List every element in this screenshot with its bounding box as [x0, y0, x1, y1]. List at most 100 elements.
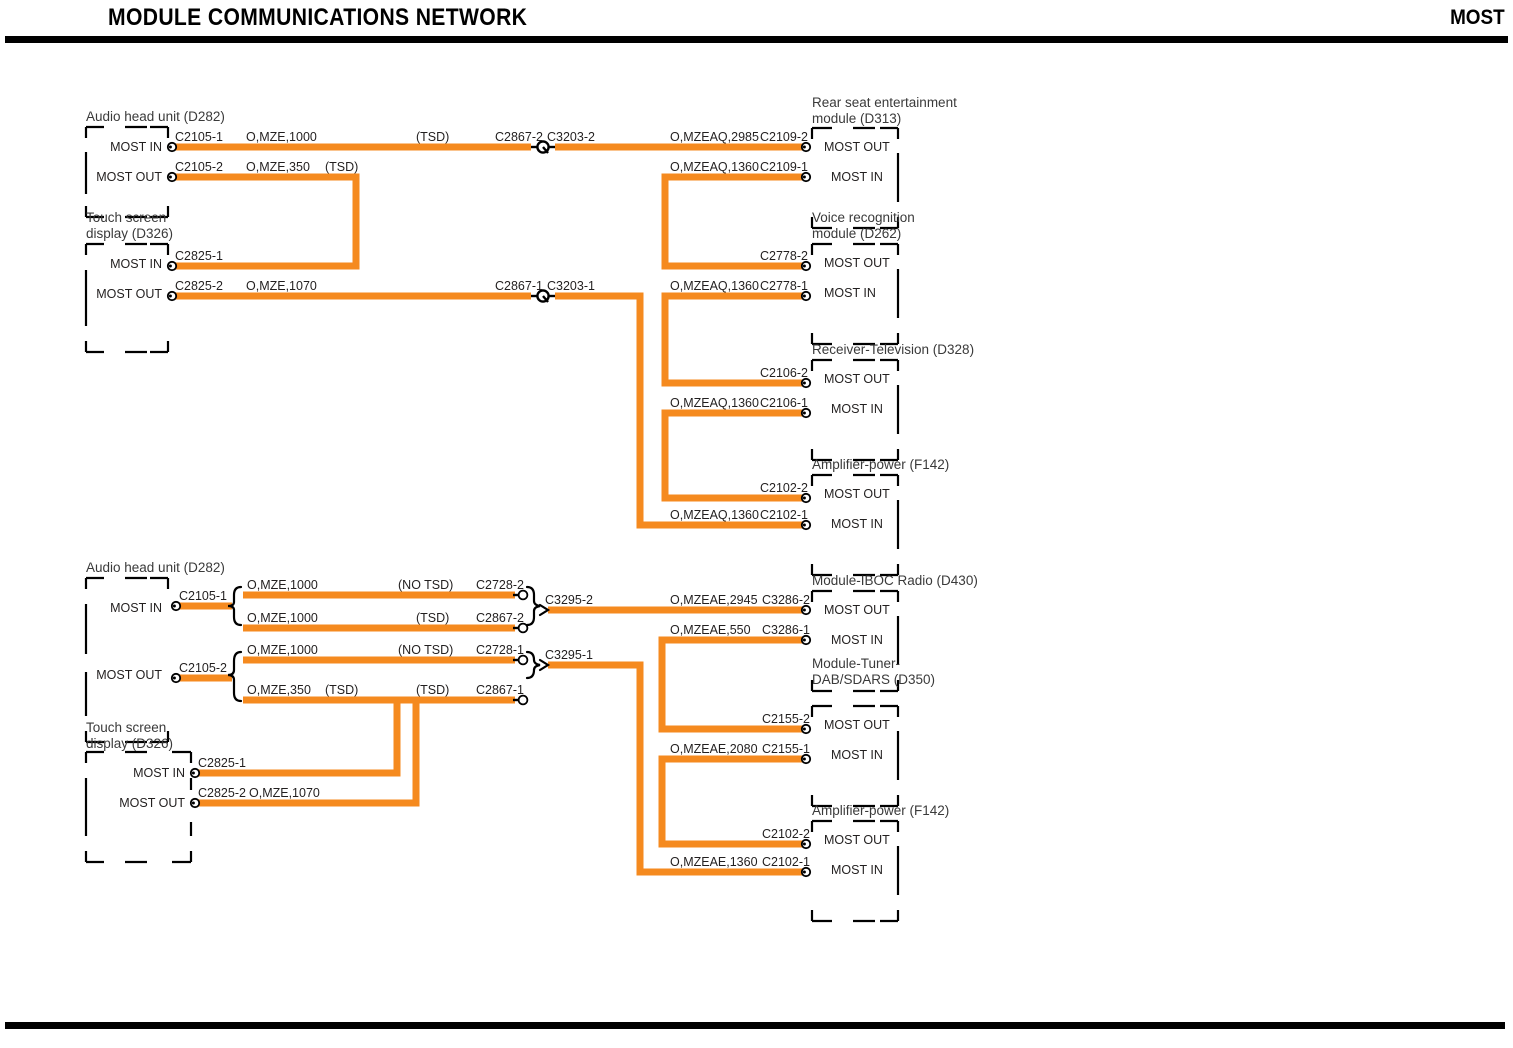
label-c2728-2: C2728-2	[476, 578, 524, 592]
label-o-mzeaq-1360: O,MZEAQ,1360	[670, 396, 759, 410]
module-voice-recognition: Voice recognition module (D262) MOST OUT…	[810, 210, 915, 346]
port-label-most-in: MOST IN	[133, 766, 185, 780]
label-tsd: (TSD)	[325, 160, 358, 174]
terminal-c2825-2	[189, 797, 201, 809]
terminal-c2778-2	[800, 260, 812, 272]
label-c2778-1: C2778-1	[760, 279, 808, 293]
terminal-c2102-2	[800, 838, 812, 850]
port-label-most-in: MOST IN	[110, 140, 162, 154]
port-label-most-out: MOST OUT	[824, 603, 890, 617]
brace-c2105-2	[227, 650, 243, 703]
terminal-c2105-1	[170, 600, 182, 612]
module-label-audio-head-unit-bottom: Audio head unit (D282)	[86, 560, 225, 575]
label-c2867-1: C2867-1	[495, 279, 543, 293]
terminal-c2105-2	[170, 672, 182, 684]
page-title: MODULE COMMUNICATIONS NETWORK	[108, 4, 528, 31]
label-tsd: (TSD)	[416, 683, 449, 697]
network-type-label: MOST	[1450, 6, 1505, 29]
label-c3203-1: C3203-1	[547, 279, 595, 293]
terminal-c2155-1	[800, 753, 812, 765]
module-touch-screen-top: Touch screen display (D326) MOST IN MOST…	[84, 210, 173, 354]
label-o-mze-1000: O,MZE,1000	[246, 130, 317, 144]
wire-labels-bottom: C2105-1 O,MZE,1000 (NO TSD) C2728-2 O,MZ…	[179, 578, 810, 869]
label-o-mzeaq-1360: O,MZEAQ,1360	[670, 160, 759, 174]
label-c2867-2: C2867-2	[495, 130, 543, 144]
label-o-mze-1000: O,MZE,1000	[247, 643, 318, 657]
label-c3286-1: C3286-1	[762, 623, 810, 637]
label-c2109-1: C2109-1	[760, 160, 808, 174]
label-tsd: (TSD)	[416, 611, 449, 625]
terminal-c2109-2	[800, 141, 812, 153]
terminal-c2155-2	[800, 723, 812, 735]
label-c2102-1: C2102-1	[762, 855, 810, 869]
label-c3295-2: C3295-2	[545, 593, 593, 607]
label-c2867-2: C2867-2	[476, 611, 524, 625]
terminal-c2825-1	[189, 767, 201, 779]
module-iboc-radio: Module-IBOC Radio (D430) MOST OUT MOST I…	[810, 573, 978, 693]
terminal-c2105-2	[166, 171, 178, 183]
module-label-amplifier-power-top: Amplifier-power (F142)	[812, 457, 949, 472]
module-amplifier-power-top: Amplifier-power (F142) MOST OUT MOST IN	[810, 457, 949, 577]
label-tsd: (TSD)	[416, 130, 449, 144]
label-c2106-2: C2106-2	[760, 366, 808, 380]
label-o-mze-350: O,MZE,350	[246, 160, 310, 174]
terminal-c2102-2	[800, 492, 812, 504]
label-c3203-2: C3203-2	[547, 130, 595, 144]
module-amplifier-power-bottom: Amplifier-power (F142) MOST OUT MOST IN	[810, 803, 949, 923]
wire-c2825-1-from-tsd-branch	[195, 700, 401, 777]
wire-c3295-1-trunk-to-c2102-1	[548, 661, 806, 876]
module-label-touch-screen-bottom-line2: display (D326)	[86, 736, 173, 751]
terminals-top	[166, 141, 812, 531]
port-label-most-in: MOST IN	[831, 402, 883, 416]
brace-c3295-2	[525, 585, 551, 627]
port-label-most-in: MOST IN	[831, 633, 883, 647]
module-label-touch-screen-bottom-line1: Touch screen	[86, 720, 166, 735]
label-o-mze-1000: O,MZE,1000	[247, 578, 318, 592]
module-label-rear-seat-line1: Rear seat entertainment	[812, 95, 957, 110]
label-c2102-1: C2102-1	[760, 508, 808, 522]
port-label-most-in: MOST IN	[110, 601, 162, 615]
inline-connector-c2867-1-c3203-1	[531, 289, 555, 303]
terminal-c2102-1	[800, 519, 812, 531]
connector-c2867-1	[513, 694, 529, 706]
terminal-c2105-1	[166, 141, 178, 153]
port-label-most-out: MOST OUT	[96, 170, 162, 184]
label-c2778-2: C2778-2	[760, 249, 808, 263]
module-label-tuner-dab-line2: DAB/SDARS (D350)	[812, 672, 935, 687]
label-c2825-1: C2825-1	[198, 756, 246, 770]
footer-divider	[5, 1022, 1505, 1029]
wire-c2106-1-to-c2102-2	[661, 409, 806, 502]
module-tuner-dab-sdars: Module-Tuner- DAB/SDARS (D350) MOST OUT …	[810, 656, 935, 808]
terminal-c2102-1	[800, 866, 812, 878]
label-o-mzeae-1360: O,MZEAE,1360	[670, 855, 758, 869]
module-audio-head-unit-top: Audio head unit (D282) MOST IN MOST OUT	[84, 109, 225, 219]
port-label-most-out: MOST OUT	[824, 718, 890, 732]
connector-terminals-bottom	[513, 589, 529, 706]
label-c2155-2: C2155-2	[762, 712, 810, 726]
terminal-c3286-1	[800, 634, 812, 646]
terminal-c2106-2	[800, 377, 812, 389]
wire-c2825-2-to-tsd-branch	[195, 700, 420, 807]
wire-c3286-1-to-c2155-2	[658, 636, 806, 733]
module-touch-screen-bottom: Touch screen display (D326) MOST IN MOST…	[84, 720, 193, 864]
port-label-most-in: MOST IN	[831, 748, 883, 762]
label-c2102-2: C2102-2	[760, 481, 808, 495]
label-c2155-1: C2155-1	[762, 742, 810, 756]
header-divider	[5, 36, 1508, 43]
module-label-amplifier-power-bottom: Amplifier-power (F142)	[812, 803, 949, 818]
connector-c2728-1	[513, 654, 529, 666]
port-label-most-in: MOST IN	[831, 863, 883, 877]
port-label-most-in: MOST IN	[110, 257, 162, 271]
module-label-touch-screen-top-line1: Touch screen	[86, 210, 166, 225]
port-label-most-out: MOST OUT	[119, 796, 185, 810]
module-label-voice-recognition-line2: module (D262)	[812, 226, 901, 241]
label-c2105-1: C2105-1	[175, 130, 223, 144]
terminal-c2109-1	[800, 171, 812, 183]
port-label-most-out: MOST OUT	[96, 668, 162, 682]
connector-c2728-2	[513, 589, 529, 601]
module-label-touch-screen-top-line2: display (D326)	[86, 226, 173, 241]
port-label-most-out: MOST OUT	[96, 287, 162, 301]
port-label-most-out: MOST OUT	[824, 372, 890, 386]
wire-c2155-1-to-c2102-2	[658, 755, 806, 848]
label-c2728-1: C2728-1	[476, 643, 524, 657]
